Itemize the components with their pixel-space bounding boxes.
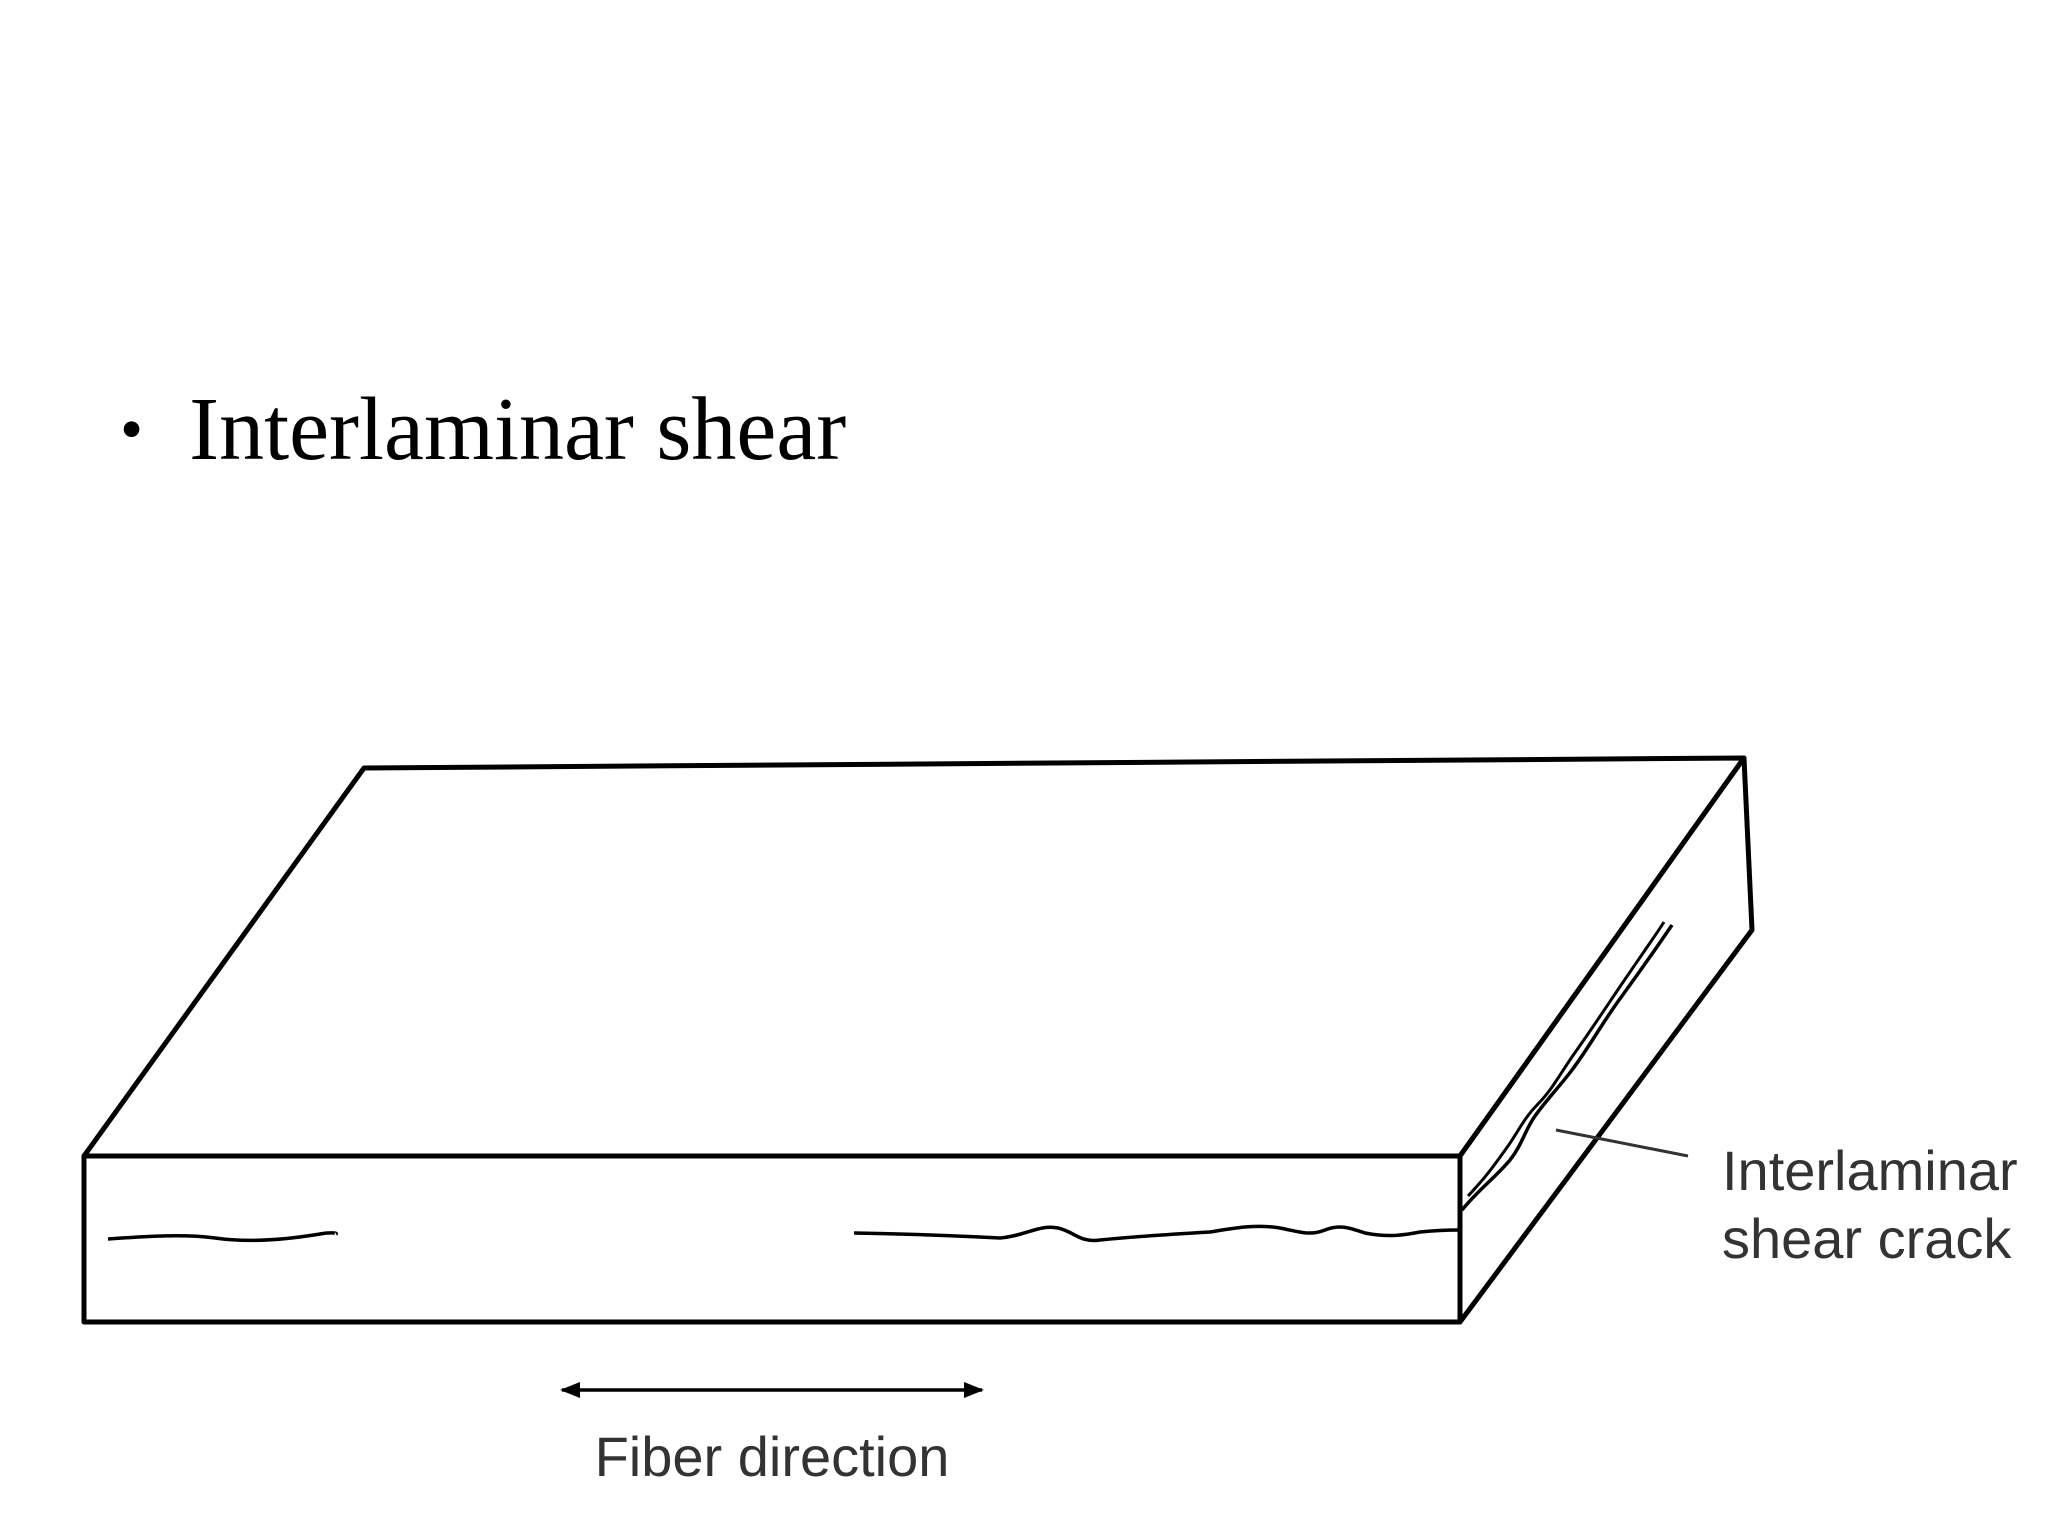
crack-label-line2: shear crack [1722, 1207, 2012, 1270]
crack-side-lower [1460, 924, 1674, 1212]
block-top-face [81, 755, 1747, 1159]
slide-heading: Interlaminar shear [189, 380, 847, 479]
bullet-item: • Interlaminar shear [120, 375, 846, 485]
crack-front-right [853, 1224, 1459, 1243]
bullet-marker: • [120, 393, 144, 466]
crack-front-left [107, 1231, 339, 1243]
crack-leader-line [1555, 1128, 1689, 1158]
crack-side-upper [1466, 921, 1666, 1198]
fiber-direction-label: Fiber direction [595, 1425, 950, 1488]
crack-label-line1: Interlaminar [1722, 1139, 2018, 1202]
block-side-face [1457, 755, 1755, 1325]
